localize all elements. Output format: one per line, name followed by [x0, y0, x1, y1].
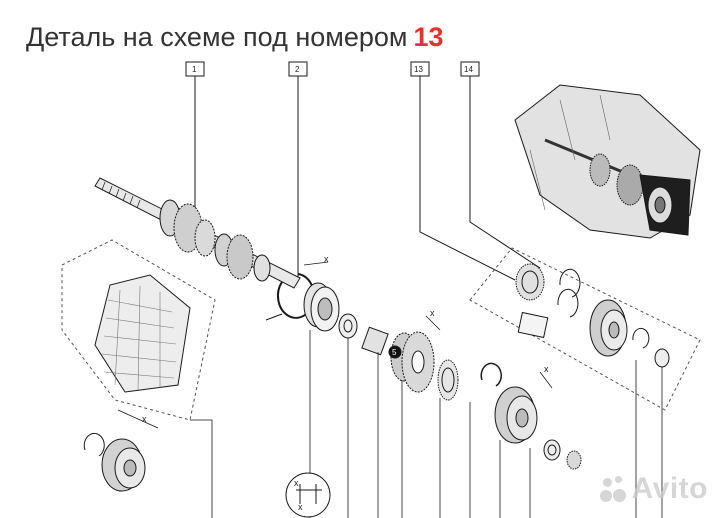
- kit-group-box: [469, 247, 701, 411]
- callout-2[interactable]: 2: [288, 61, 308, 280]
- synchro-hub-left: [83, 433, 146, 492]
- circlip-part-2: [265, 273, 315, 321]
- housing-group-box: [61, 239, 216, 421]
- reference-lines: [190, 330, 663, 518]
- needle-bearing: [361, 326, 389, 356]
- watermark-brand: Avito: [631, 472, 708, 505]
- synchro-hub-right: [494, 386, 538, 444]
- callout-14-label: 14: [464, 65, 473, 74]
- measurement-detail: [285, 472, 331, 518]
- dimension-label: x: [142, 414, 147, 424]
- callout-14[interactable]: 14: [460, 61, 541, 269]
- synchro-ring: [437, 359, 459, 401]
- small-washer: [543, 439, 561, 461]
- primary-shaft: [94, 177, 301, 289]
- end-nut: [566, 450, 582, 470]
- gearbox-assembly: [514, 84, 701, 239]
- dimension-label: x: [544, 364, 549, 374]
- clip-ring: [480, 362, 502, 387]
- callout-1[interactable]: 1: [185, 61, 205, 225]
- part-number: 13: [413, 22, 444, 52]
- title-text: Деталь на схеме под номером: [26, 22, 408, 52]
- dimension-label: x: [324, 254, 329, 264]
- small-ring: [338, 313, 358, 339]
- callout-13-label: 13: [414, 65, 423, 74]
- dimension-label: x: [298, 502, 303, 512]
- dimension-label: x: [430, 308, 435, 318]
- step-marker-label: 5: [392, 348, 397, 357]
- callout-2-label: 2: [295, 65, 300, 74]
- kit-parts: [515, 263, 670, 368]
- ball-bearing: [303, 282, 340, 332]
- dimension-arrows: [117, 261, 553, 429]
- dimension-labels: x x x x x x: [142, 254, 549, 512]
- shaft-splines: [101, 181, 141, 209]
- callout-1-label: 1: [192, 65, 197, 74]
- avito-watermark: Avito: [599, 472, 708, 506]
- dimension-label: x: [294, 478, 299, 488]
- step-marker: [388, 345, 402, 359]
- avito-dots-icon: [599, 476, 626, 502]
- gear-part-13: [390, 331, 435, 393]
- callout-13[interactable]: 13: [410, 61, 516, 281]
- clutch-housing: [94, 274, 191, 393]
